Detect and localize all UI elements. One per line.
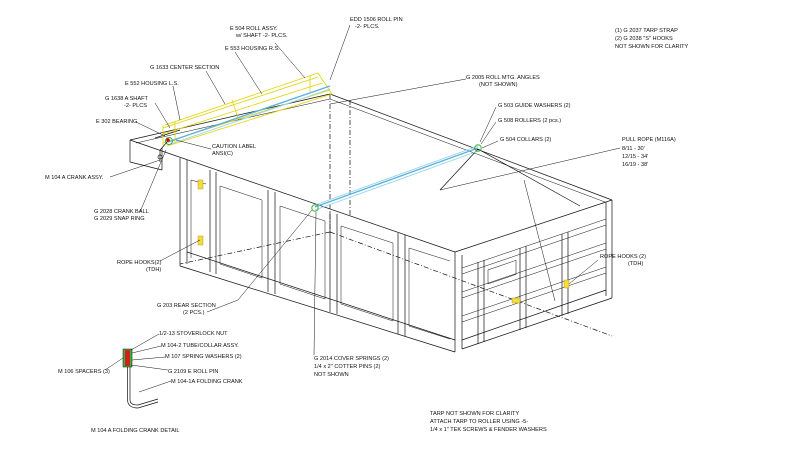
note-tarp-not-shown: TARP NOT SHOWN FOR CLARITY xyxy=(430,411,519,417)
rope-hook-icon xyxy=(563,279,570,289)
roller-tubes xyxy=(167,85,479,211)
label-folding-crank: M 104-1A FOLDING CRANK xyxy=(171,379,243,385)
note-tek-screws: 1/4 x 1" TEK SCREWS & FENDER WASHERS xyxy=(430,427,547,433)
label-tube-collar: M 104-2 TUBE/COLLAR ASSY. xyxy=(161,343,239,349)
label-rope-hooks-right: ROPE HOOKS (2) xyxy=(600,254,646,260)
folding-crank-detail xyxy=(104,333,172,409)
label-roll-pin-places: -2- PLCS. xyxy=(355,24,380,30)
label-caution: CAUTION LABEL xyxy=(212,144,256,150)
rope-hook-icon xyxy=(511,297,521,304)
label-cotter-pins: 1/4 x 2" COTTER PINS (2) xyxy=(314,364,380,370)
label-crank-detail-title: M 104 A FOLDING CRANK DETAIL xyxy=(91,428,180,434)
leader-lines xyxy=(109,24,621,356)
label-guide-washers: G 503 GUIDE WASHERS (2) xyxy=(498,103,571,109)
bearing-icon xyxy=(166,138,170,142)
label-pull-rope-8-11: 8/11 - 30' xyxy=(622,146,645,152)
top-right-notes: (1) G 2037 TARP STRAP (2) G 2038 "S" HOO… xyxy=(615,28,689,50)
note-s-hooks: (2) G 2038 "S" HOOKS xyxy=(615,36,673,42)
label-pull-rope-16-19: 16/19 - 38' xyxy=(622,162,648,168)
label-rope-hooks-left: ROPE HOOKS(2) xyxy=(117,260,162,266)
rope-hooks xyxy=(197,179,570,304)
label-housing-ls: E 552 HOUSING L.S. xyxy=(125,81,179,87)
label-rope-hooks-left-tdh: (TDH) xyxy=(146,267,161,273)
label-spacers: M 106 SPACERS (3) xyxy=(58,369,110,375)
label-not-shown: NOT SHOWN xyxy=(314,372,349,378)
label-snap-ring: G 2029 SNAP RING xyxy=(94,216,145,222)
label-roll-pin: EDD 1506 ROLL PIN xyxy=(350,17,403,23)
collar-rear-icon xyxy=(311,204,319,212)
label-crank-ball: G 2028 CRANK BALL xyxy=(94,209,149,215)
label-bearing: E 302 BEARING xyxy=(96,119,137,125)
label-roll-assy: E 504 ROLL ASSY. xyxy=(230,26,278,32)
rope-hook-icon xyxy=(197,235,204,246)
label-shaft: G 1638 A SHAFT xyxy=(105,96,148,102)
label-stoverlock: 1/2-13 STOVERLOCK NUT xyxy=(159,331,228,337)
label-center-section: G 1633 CENTER SECTION xyxy=(150,65,219,71)
label-cover-springs: G 2014 COVER SPRINGS (2) xyxy=(314,356,389,362)
note-tarp-strap: (1) G 2037 TARP STRAP xyxy=(615,28,678,34)
label-crank-assy: M 104 A CRANK ASSY. xyxy=(45,175,104,181)
crank-assembly xyxy=(157,138,170,162)
label-rear-section-pcs: (2 PCS.) xyxy=(183,310,205,316)
label-detail-roll-pin: G 2109 E ROLL PIN xyxy=(168,369,218,375)
note-not-shown: NOT SHOWN FOR CLARITY xyxy=(615,44,689,50)
label-housing-rs: E 553 HOUSING R.S. xyxy=(225,46,280,52)
label-collars: G 504 COLLARS (2) xyxy=(500,137,551,143)
label-rear-section: G 203 REAR SECTION xyxy=(157,303,216,309)
label-shaft-places: -2- PLCS xyxy=(124,103,147,109)
label-pull-rope-12-15: 12/15 - 34' xyxy=(622,154,648,160)
crank-collar-icon xyxy=(165,137,173,145)
note-attach-tarp: ATTACH TARP TO ROLLER USING -5- xyxy=(430,419,528,425)
label-spring-washers: M 107 SPRING WASHERS (2) xyxy=(165,354,242,360)
label-pull-rope: PULL ROPE (M116A) xyxy=(622,137,676,143)
label-rope-hooks-right-tdh: (TDH) xyxy=(628,261,643,267)
crank-detail-labels: 1/2-13 STOVERLOCK NUT M 104-2 TUBE/COLLA… xyxy=(58,331,243,434)
collar-front-icon xyxy=(474,144,482,152)
label-roll-mtg-note: (NOT SHOWN) xyxy=(479,82,518,88)
truck-body xyxy=(129,93,613,353)
label-roll-mtg: G 2005 ROLL MTG. ANGLES xyxy=(466,75,540,81)
callout-labels: E 504 ROLL ASSY. w/ SHAFT -2- PLCS. EDD … xyxy=(45,17,676,378)
collars xyxy=(165,137,482,212)
bottom-notes: TARP NOT SHOWN FOR CLARITY ATTACH TARP T… xyxy=(430,411,547,433)
rope-hook-icon xyxy=(197,179,204,190)
label-roll-assy-shaft: w/ SHAFT -2- PLCS. xyxy=(235,33,288,39)
label-caution-ansi: ANSI(C) xyxy=(212,151,233,157)
label-rollers: G 508 ROLLERS (2 pcs.) xyxy=(498,118,561,124)
